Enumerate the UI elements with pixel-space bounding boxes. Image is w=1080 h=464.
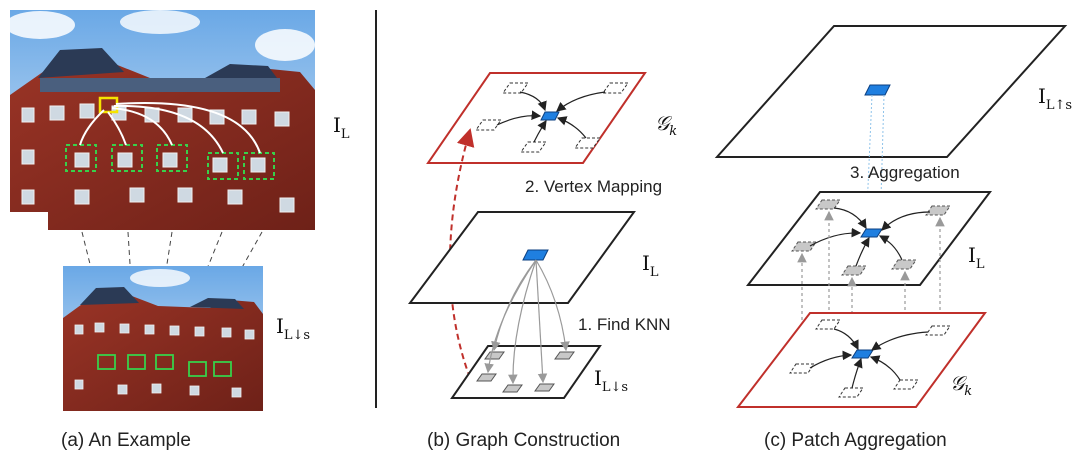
il-graph-edges-c — [809, 207, 931, 267]
label-gk-c: 𝒢k — [950, 371, 972, 399]
graph-edges-c — [809, 328, 929, 389]
vertex-mapping-arrow — [449, 128, 475, 379]
step-find-knn: 1. Find KNN — [578, 315, 671, 334]
knn-patches — [476, 351, 575, 393]
building-photo-small — [63, 266, 263, 411]
label-ilup-c: IL↑s — [1038, 84, 1072, 113]
plane-il-b — [408, 211, 636, 304]
label-ils-b: IL↓s — [594, 366, 628, 395]
graph-neighbor-patches — [475, 82, 629, 153]
label-il-b: IL — [642, 251, 659, 280]
label-il-top: IL — [333, 113, 350, 142]
label-gk-b: 𝒢k — [655, 111, 677, 139]
step-vertex-mapping: 2. Vertex Mapping — [525, 177, 662, 196]
caption-c: (c) Patch Aggregation — [764, 430, 947, 451]
step-aggregation: 3. Aggregation — [850, 163, 960, 182]
plane-ils-b — [450, 345, 602, 399]
knn-search-arrows — [484, 259, 570, 385]
building-photo-large — [5, 10, 315, 230]
graph-neighbor-patches-c — [789, 319, 951, 398]
panel-a: IL IL↓s (a) An Example — [5, 10, 350, 451]
retrieved-patches-c — [791, 199, 951, 276]
output-patch-c — [864, 84, 891, 96]
label-il-c: IL — [968, 243, 985, 272]
caption-a: (a) An Example — [61, 430, 191, 451]
plane-ilup-c — [714, 25, 1068, 158]
similarity-arcs — [79, 102, 261, 154]
panel-b: 𝒢k 2. Vertex Mapping IL 1. Find KNN IL↓s… — [408, 72, 677, 451]
label-ils-small: IL↓s — [276, 314, 310, 343]
center-patch-il-c — [860, 228, 883, 238]
panel-c: IL↑s 3. Aggregation IL — [714, 25, 1072, 451]
query-patch-b — [522, 249, 549, 261]
graph-center-patch — [540, 111, 560, 121]
caption-b: (b) Graph Construction — [427, 430, 620, 451]
aggregation-lines — [865, 94, 885, 233]
graph-edges — [496, 91, 606, 143]
graph-center-patch-c — [851, 349, 874, 359]
